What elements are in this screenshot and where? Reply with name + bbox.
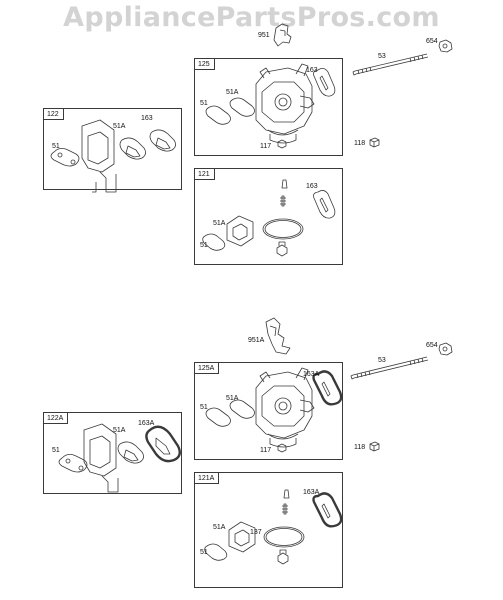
part-951-bracket [273, 23, 292, 47]
part-label-118: 118 [354, 140, 366, 147]
part-122-assembly [50, 119, 176, 193]
part-label-51-122: 51 [52, 143, 60, 150]
part-label-163A-121A: 163A [303, 489, 320, 496]
callout-box-122: 122 [43, 108, 182, 190]
part-label-51A-125A: 51A [226, 395, 239, 402]
part-121-kit [202, 179, 336, 257]
box-label-121: 121 [195, 169, 215, 180]
part-label-163-121: 163 [306, 183, 318, 190]
part-122A-assembly [58, 423, 181, 493]
callout-box-122A: 122A [43, 412, 182, 494]
part-125A-carburetor [205, 367, 343, 453]
part-label-951A: 951A [248, 337, 265, 344]
box-label-125A: 125A [195, 363, 220, 374]
part-label-51-121A: 51 [200, 549, 208, 556]
part-label-51-121: 51 [200, 242, 208, 249]
callout-box-121A: 121A [194, 472, 343, 588]
part-label-51A-122: 51A [113, 123, 126, 130]
part-label-163A-125: 163A [303, 371, 320, 378]
part-label-951: 951 [258, 32, 270, 39]
part-label-118-lower: 118 [354, 444, 366, 451]
part-label-53: 53 [378, 53, 386, 60]
part-118-lower [369, 441, 380, 452]
part-label-117-lower: 117 [260, 447, 272, 454]
part-654-nut-lower [438, 342, 453, 356]
part-label-51-125A: 51 [200, 404, 208, 411]
watermark-text: AppliancePartsPros.com [63, 2, 440, 33]
part-label-51A-121A: 51A [213, 524, 226, 531]
box-label-121A: 121A [195, 473, 220, 484]
part-121A-kit [204, 489, 343, 565]
part-label-51-125: 51 [200, 100, 208, 107]
callout-box-121: 121 [194, 168, 343, 265]
box-label-125: 125 [195, 59, 215, 70]
part-label-137: 137 [250, 529, 262, 536]
callout-box-125: 125 [194, 58, 343, 156]
part-label-654-lower: 654 [426, 342, 438, 349]
part-53-stud-lower [350, 356, 429, 380]
part-label-163-122: 163 [141, 115, 153, 122]
part-label-51-122A: 51 [52, 447, 60, 454]
box-label-122: 122 [44, 109, 64, 120]
part-53-stud [352, 53, 429, 76]
part-label-117: 117 [260, 143, 272, 150]
part-label-51A-121: 51A [213, 220, 226, 227]
part-label-163A-122A: 163A [138, 420, 155, 427]
part-654-nut [438, 39, 453, 53]
box-label-122A: 122A [44, 413, 69, 424]
part-label-51A-122A: 51A [113, 427, 126, 434]
part-label-163-125: 163 [306, 67, 318, 74]
part-125-carburetor [205, 63, 336, 149]
part-118 [369, 137, 380, 148]
part-label-51A-125: 51A [226, 89, 239, 96]
part-label-654: 654 [426, 38, 438, 45]
part-label-53-lower: 53 [378, 357, 386, 364]
callout-box-125A: 125A [194, 362, 343, 460]
part-951A-bracket [265, 317, 291, 355]
